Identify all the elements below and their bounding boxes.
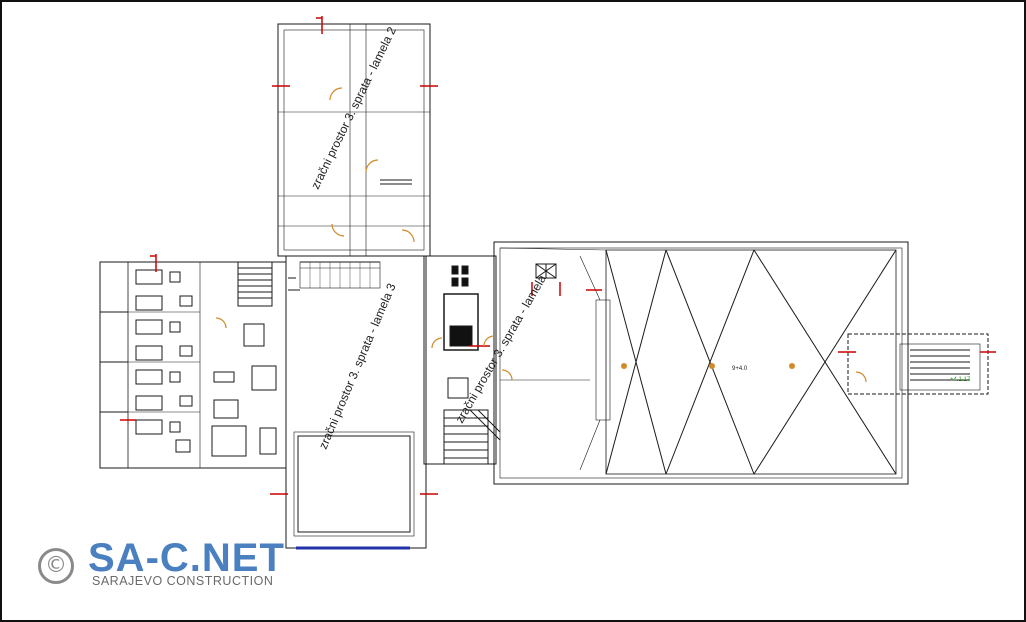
door-swings	[215, 87, 867, 383]
watermark: © SA-C.NET SARAJEVO CONSTRUCTION	[38, 536, 308, 590]
core-stair-elevator	[423, 255, 501, 465]
watermark-title: SA-C.NET	[88, 536, 285, 580]
copyright-icon: ©	[38, 548, 74, 584]
watermark-subtitle: SARAJEVO CONSTRUCTION	[92, 574, 274, 588]
label-lamela-2: zračni prostor 3. sprata - lamela 2	[308, 24, 399, 191]
level-mark-stair: +4.1.17	[950, 377, 971, 383]
stair-annex	[847, 333, 989, 395]
level-mark-main: 9+4.0	[732, 366, 748, 372]
label-lamela-3: zračni prostor 3. sprata - lamela 3	[316, 281, 399, 451]
grid-markers	[120, 16, 996, 495]
roof-hall	[493, 241, 909, 485]
wing-lamela-2	[277, 23, 431, 257]
wing-lamela-1	[99, 261, 300, 469]
roof-drains	[621, 363, 795, 369]
wing-lamela-3	[285, 255, 427, 549]
label-lamela-b: zračni prostor 3. sprata - lamela	[452, 272, 549, 425]
